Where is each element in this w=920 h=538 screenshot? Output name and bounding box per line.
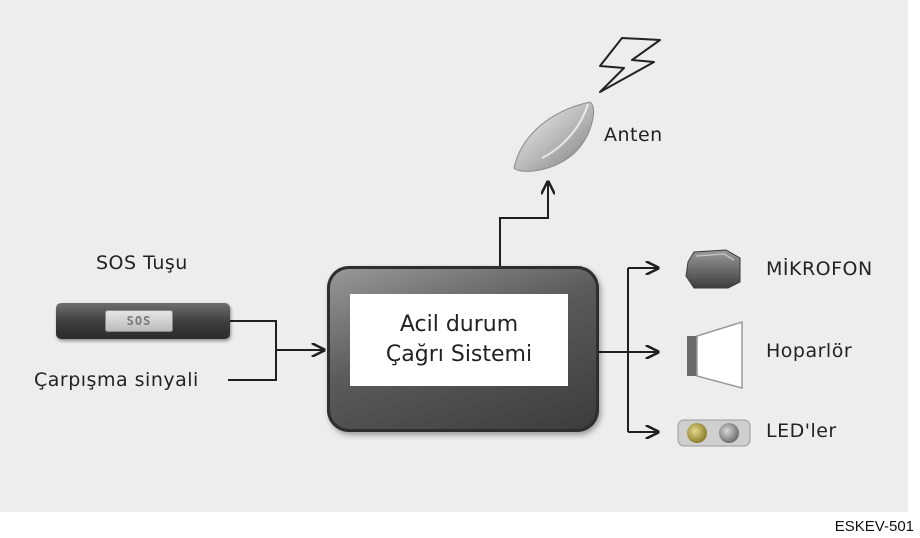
lightning-icon (599, 37, 661, 93)
leds-icon (677, 419, 751, 447)
sos-label: SOS Tuşu (96, 252, 188, 274)
speaker-icon (687, 320, 743, 389)
ecs-label-line1: Acil durum (399, 312, 519, 337)
microphone-icon (685, 249, 741, 289)
speaker-label: Hoparlör (766, 340, 853, 362)
sos-wire (230, 320, 277, 350)
antenna-arrow (499, 182, 548, 266)
leds-label: LED'ler (766, 420, 837, 442)
antenna-icon (513, 101, 595, 172)
ecs-label-line2: Çağrı Sistemi (385, 342, 533, 367)
figure-code: ESKEV-501 (834, 518, 914, 535)
antenna-label: Anten (604, 124, 663, 146)
emergency-call-system-label: Acil durum Çağrı Sistemi (350, 294, 568, 386)
crash-wire (228, 350, 277, 381)
crash-signal-label: Çarpışma sinyali (34, 369, 199, 391)
sos-button-plate: SOS (105, 310, 173, 332)
microphone-label: MİKROFON (766, 258, 873, 280)
